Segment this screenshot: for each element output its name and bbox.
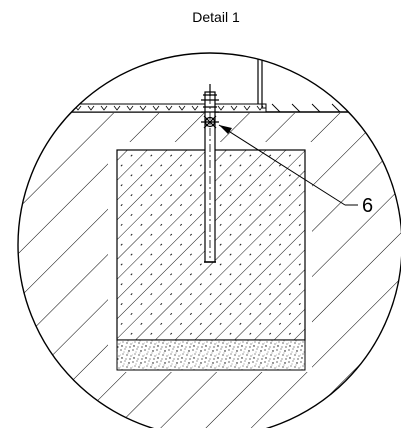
sand-bedding	[116, 339, 306, 371]
slab-mark	[217, 105, 225, 111]
ground-ticks	[271, 103, 401, 113]
detail-title: Detail 1	[192, 9, 240, 25]
ground-tick	[371, 103, 381, 113]
floor-slab	[54, 103, 267, 113]
slab-mark	[191, 105, 199, 111]
slab-mark	[152, 105, 160, 111]
slab-mark	[61, 105, 69, 111]
callout-number: 6	[362, 195, 373, 217]
ground-tick	[311, 103, 321, 113]
anchor-head	[201, 84, 219, 129]
slab-mark	[178, 105, 186, 111]
detail-content	[18, 53, 401, 428]
ground-tick	[351, 103, 361, 113]
ground-tick	[331, 103, 341, 113]
callout-leader	[218, 124, 358, 206]
slab-mark	[139, 105, 147, 111]
ground-tick	[291, 103, 301, 113]
detail-circle	[17, 52, 401, 428]
slab-mark	[126, 105, 134, 111]
ground-tick	[271, 103, 281, 113]
ground-tick	[391, 103, 401, 113]
slab-mark	[87, 105, 95, 111]
slab-mark	[165, 105, 173, 111]
slab-mark	[230, 105, 238, 111]
post-wall	[257, 53, 266, 109]
slab-mark	[113, 105, 121, 111]
slab-mark	[100, 105, 108, 111]
slab-mark	[243, 105, 251, 111]
